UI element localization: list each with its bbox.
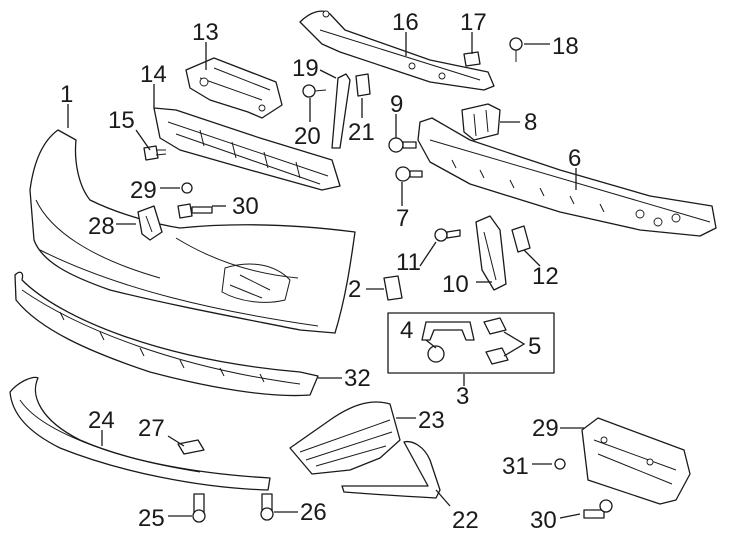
nut-17 — [463, 51, 481, 67]
bolt-30-lower — [583, 499, 613, 519]
callout-29-lower: 29 — [532, 415, 559, 442]
leader-lines — [67, 32, 584, 519]
callout-12: 12 — [532, 263, 559, 290]
trim-strip-22 — [341, 440, 441, 499]
callout-30-upper: 30 — [232, 193, 259, 220]
callout-15: 15 — [108, 107, 135, 134]
callout-9: 9 — [390, 91, 403, 118]
callout-8: 8 — [524, 109, 537, 136]
bumper-cover — [29, 129, 356, 334]
bolt-18 — [509, 37, 523, 62]
callout-4: 4 — [400, 317, 413, 344]
clip-29 — [181, 182, 193, 194]
callout-26: 26 — [300, 499, 327, 526]
clip-27 — [177, 439, 205, 455]
callout-27: 27 — [138, 415, 165, 442]
callout-24: 24 — [88, 407, 115, 434]
bolt-25 — [192, 493, 206, 523]
callout-13: 13 — [192, 19, 219, 46]
callout-6: 6 — [568, 145, 581, 172]
callout-5: 5 — [528, 333, 541, 360]
clip-21 — [355, 73, 371, 97]
callout-1: 1 — [60, 81, 73, 108]
callout-22: 22 — [452, 507, 479, 534]
callout-30-lower: 30 — [530, 507, 557, 534]
callout-20: 20 — [294, 123, 321, 150]
callout-labels: 1 2 3 4 5 6 7 8 9 10 11 12 13 14 15 16 1… — [60, 9, 581, 534]
clip-31 — [554, 458, 566, 470]
callout-25: 25 — [138, 505, 165, 532]
fog-bezel-23 — [289, 401, 401, 475]
bolt-9 — [388, 137, 417, 153]
bolt-11 — [434, 228, 461, 242]
callout-23: 23 — [418, 407, 445, 434]
kit-box-3 — [387, 312, 555, 374]
bolt-26 — [260, 493, 274, 521]
callout-32: 32 — [344, 365, 371, 392]
callout-2: 2 — [348, 276, 361, 303]
callout-3: 3 — [456, 383, 469, 410]
lower-deflector — [9, 376, 271, 491]
callout-10: 10 — [442, 271, 469, 298]
callout-16: 16 — [392, 9, 419, 36]
callout-14: 14 — [140, 61, 167, 88]
license-bracket — [581, 417, 691, 505]
lower-grille-strip — [14, 271, 319, 397]
callout-29-upper: 29 — [130, 177, 157, 204]
bolt-7 — [395, 166, 423, 182]
upper-bracket — [185, 57, 283, 119]
callout-28: 28 — [88, 213, 115, 240]
callout-11: 11 — [396, 249, 421, 276]
bolt-20 — [302, 84, 327, 98]
bolt-15 — [143, 145, 167, 161]
callout-17: 17 — [460, 9, 487, 36]
upper-tie-bar — [299, 10, 495, 91]
energy-absorber — [153, 107, 341, 191]
bracket-8 — [461, 103, 501, 141]
bracket-19 — [331, 73, 351, 149]
callout-21: 21 — [348, 119, 375, 146]
bracket-10 — [475, 215, 507, 291]
callout-19: 19 — [292, 55, 319, 82]
callout-7: 7 — [396, 205, 409, 232]
callout-18: 18 — [552, 33, 579, 60]
side-bracket-28 — [137, 205, 163, 241]
bolt-30 — [177, 203, 213, 219]
callout-31: 31 — [502, 453, 529, 480]
clip-12 — [511, 225, 531, 253]
impact-bar — [417, 117, 717, 237]
clip-2 — [383, 275, 403, 301]
